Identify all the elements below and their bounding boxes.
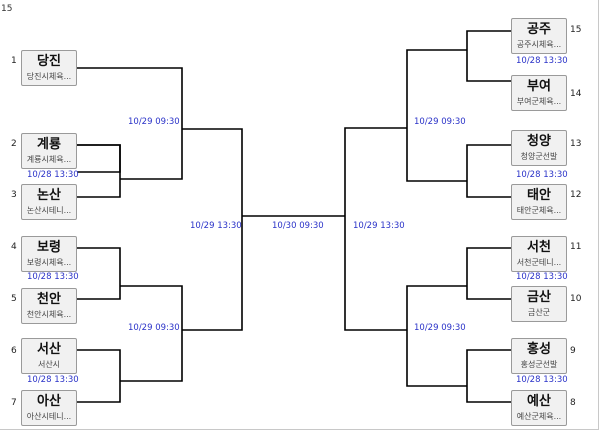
match-time: 10/28 13:30	[27, 170, 79, 180]
team-name: 태안	[527, 188, 551, 203]
seed-number: 6	[11, 346, 17, 356]
team-name: 당진	[37, 54, 61, 69]
team-card-1[interactable]: 당진 당진시체육...	[21, 50, 77, 86]
team-venue: 금산군	[527, 308, 551, 317]
match-time: 10/29 09:30	[128, 323, 180, 333]
team-card-4[interactable]: 보령 보령시체육...	[21, 236, 77, 272]
team-name: 청양	[527, 134, 551, 149]
match-time: 10/28 13:30	[27, 375, 79, 385]
match-time: 10/29 13:30	[353, 221, 405, 231]
team-venue: 예산군체육...	[516, 412, 562, 421]
team-venue: 서산시	[37, 360, 61, 369]
seed-number: 4	[11, 242, 17, 252]
seed-number: 10	[570, 294, 582, 304]
seed-number: 11	[570, 242, 582, 252]
match-time: 10/29 09:30	[128, 117, 180, 127]
team-card-10[interactable]: 금산 금산군	[511, 286, 567, 322]
team-venue: 서천군테니...	[516, 258, 562, 267]
team-name: 서천	[527, 240, 551, 255]
seed-number: 7	[11, 398, 17, 408]
seed-number: 13	[570, 139, 582, 149]
seed-number: 14	[570, 89, 582, 99]
team-venue: 아산시테니...	[26, 412, 72, 421]
bracket-frame	[0, 0, 599, 430]
match-time: 10/28 13:30	[27, 272, 79, 282]
match-time: 10/29 09:30	[414, 323, 466, 333]
team-venue: 보령시체육...	[26, 258, 72, 267]
team-venue: 논산시테니...	[26, 206, 72, 215]
corner-label: 15	[1, 4, 13, 14]
team-card-8[interactable]: 예산 예산군체육...	[511, 390, 567, 426]
team-venue: 천안시체육...	[26, 310, 72, 319]
team-name: 계룡	[37, 137, 61, 152]
team-name: 공주	[527, 22, 551, 37]
team-venue: 홍성군선발	[520, 360, 558, 369]
team-venue: 당진시체육...	[26, 72, 72, 81]
team-name: 아산	[37, 394, 61, 409]
seed-number: 2	[11, 139, 17, 149]
match-time: 10/29 13:30	[190, 221, 242, 231]
match-time: 10/30 09:30	[272, 221, 324, 231]
team-card-14[interactable]: 부여 부여군체육...	[511, 75, 567, 111]
match-time: 10/28 13:30	[516, 272, 568, 282]
team-venue: 태안군체육...	[516, 206, 562, 215]
team-name: 보령	[37, 240, 61, 255]
team-card-5[interactable]: 천안 천안시체육...	[21, 288, 77, 324]
team-card-13[interactable]: 청양 청양군선발	[511, 130, 567, 166]
team-name: 예산	[527, 394, 551, 409]
team-name: 천안	[37, 292, 61, 307]
match-time: 10/28 13:30	[516, 375, 568, 385]
seed-number: 5	[11, 294, 17, 304]
team-name: 금산	[527, 290, 551, 305]
team-card-2[interactable]: 계룡 계룡시체육...	[21, 133, 77, 169]
team-venue: 부여군체육...	[516, 97, 562, 106]
team-venue: 공주시체육...	[516, 40, 562, 49]
team-venue: 청양군선발	[520, 152, 558, 161]
seed-number: 3	[11, 190, 17, 200]
team-name: 논산	[37, 188, 61, 203]
team-venue: 계룡시체육...	[26, 155, 72, 164]
team-name: 서산	[37, 342, 61, 357]
seed-number: 9	[570, 346, 576, 356]
match-time: 10/28 13:30	[516, 170, 568, 180]
team-card-15[interactable]: 공주 공주시체육...	[511, 18, 567, 54]
match-time: 10/29 09:30	[414, 117, 466, 127]
team-card-11[interactable]: 서천 서천군테니...	[511, 236, 567, 272]
seed-number: 1	[11, 56, 17, 66]
team-name: 홍성	[527, 342, 551, 357]
team-card-3[interactable]: 논산 논산시테니...	[21, 184, 77, 220]
team-card-12[interactable]: 태안 태안군체육...	[511, 184, 567, 220]
team-card-7[interactable]: 아산 아산시테니...	[21, 390, 77, 426]
team-name: 부여	[527, 79, 551, 94]
seed-number: 15	[570, 25, 582, 35]
seed-number: 12	[570, 190, 582, 200]
seed-number: 8	[570, 398, 576, 408]
team-card-6[interactable]: 서산 서산시	[21, 338, 77, 374]
team-card-9[interactable]: 홍성 홍성군선발	[511, 338, 567, 374]
match-time: 10/28 13:30	[516, 56, 568, 66]
